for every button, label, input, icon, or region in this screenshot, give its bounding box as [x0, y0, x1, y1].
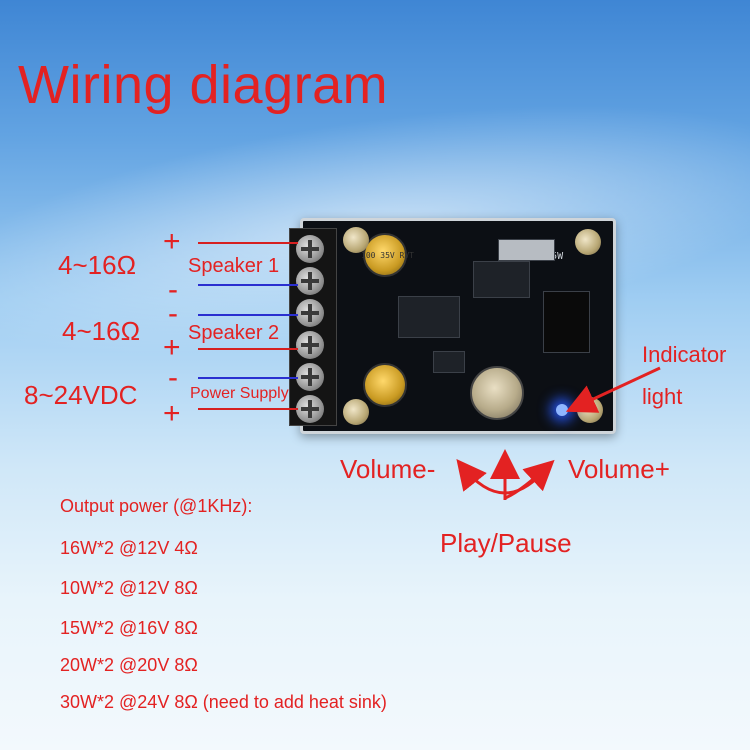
mount-hole-top-left [343, 227, 369, 253]
power-minus-sign: - [168, 361, 178, 394]
amplifier-chip [398, 296, 460, 338]
speaker2-plus-sign: + [163, 331, 181, 364]
specs-heading: Output power (@1KHz): [60, 496, 253, 516]
speaker2-label: Speaker 2 [188, 322, 280, 344]
speaker1-impedance: 4~16Ω [58, 250, 136, 280]
power-plus-sign: + [163, 397, 181, 430]
capacitor-bottom [363, 363, 407, 407]
spec-row: 30W*2 @24V 8Ω (need to add heat sink) [60, 692, 387, 712]
small-chip [433, 351, 465, 373]
spec-row: 15W*2 @16V 8Ω [60, 618, 198, 638]
volume-knob[interactable] [470, 366, 524, 420]
terminal-screw-1[interactable] [296, 235, 324, 263]
spec-row: 10W*2 @12V 8Ω [60, 578, 198, 598]
speaker1-label: Speaker 1 [188, 255, 280, 277]
speaker1-minus-sign: - [168, 273, 178, 306]
wire-power-plus [198, 408, 298, 410]
speaker2-minus-sign: - [168, 297, 178, 330]
bluetooth-chip [473, 261, 530, 298]
power-supply-label: Power Supply [190, 385, 289, 402]
play-pause-label: Play/Pause [440, 528, 572, 558]
wire-speaker2-plus [198, 348, 298, 350]
mount-hole-bottom-left [343, 399, 369, 425]
wire-power-minus [198, 377, 298, 379]
indicator-led [556, 404, 568, 416]
page-title: Wiring diagram [18, 55, 389, 115]
wire-speaker1-minus [198, 284, 298, 286]
screw-terminal-block [289, 228, 337, 426]
wire-speaker1-plus [198, 242, 298, 244]
wire-speaker2-minus [198, 314, 298, 316]
indicator-arrow [565, 366, 661, 413]
antenna-area [543, 291, 590, 353]
terminal-screw-2[interactable] [296, 267, 324, 295]
terminal-screw-4[interactable] [296, 331, 324, 359]
spec-row: 16W*2 @12V 4Ω [60, 538, 198, 558]
capacitor-top [363, 233, 407, 277]
terminal-screw-3[interactable] [296, 299, 324, 327]
terminal-screw-5[interactable] [296, 363, 324, 391]
amplifier-board: XY-P15W 100 35V RVT [300, 218, 616, 434]
volume-down-label: Volume- [340, 454, 436, 484]
volume-up-label: Volume+ [568, 454, 670, 484]
indicator-label-line2: light [642, 384, 683, 409]
speaker2-impedance: 4~16Ω [62, 316, 140, 346]
crystal [498, 239, 555, 261]
terminal-screw-6[interactable] [296, 395, 324, 423]
spec-row: 20W*2 @20V 8Ω [60, 655, 198, 675]
indicator-label-line1: Indicator [642, 342, 727, 367]
mount-hole-top-right [575, 229, 601, 255]
speaker1-plus-sign: + [163, 225, 181, 258]
volume-right-arrow [504, 459, 555, 500]
capacitor-label: 100 35V RVT [361, 251, 414, 260]
power-voltage: 8~24VDC [24, 380, 138, 410]
